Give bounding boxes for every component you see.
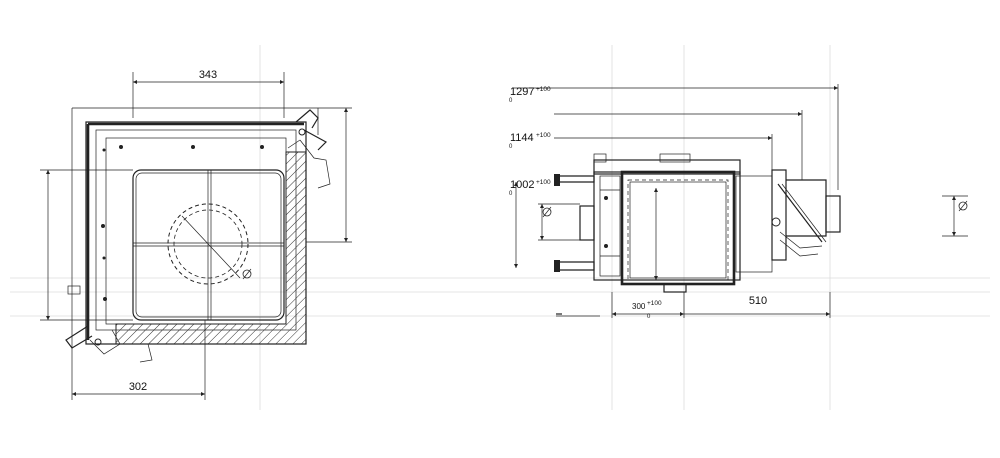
- hinge-bottom-left: [65, 325, 153, 363]
- dim-300-tol-lower: 0: [647, 314, 651, 320]
- side-view: 1297 +100 0 1144 +100 0 1002 +100 0: [509, 84, 968, 320]
- dim-1144-value: 1144: [510, 132, 534, 144]
- plan-chamber: [132, 169, 285, 321]
- plan-view: 343: [40, 69, 352, 400]
- dim-1144-tol-upper: +100: [536, 132, 551, 139]
- side-right-mechanism: [771, 169, 841, 261]
- dimension-302: 302: [71, 290, 206, 400]
- dimension-vertical-left: [40, 169, 133, 321]
- dim-1297-tol-upper: +100: [536, 86, 551, 93]
- dimension-510: 510: [684, 292, 831, 318]
- dimension-1144: 1144 +100 0: [509, 110, 803, 180]
- plan-body-outer: [85, 121, 307, 345]
- dim-343-label: 343: [199, 69, 217, 81]
- dimension-343: 343: [132, 69, 285, 118]
- side-chamber: [620, 170, 736, 286]
- dim-1144-tol-lower: 0: [509, 144, 513, 150]
- construction-lines: [10, 45, 990, 410]
- side-left-fittings: ∅: [538, 174, 595, 272]
- hinge-top-right: [287, 109, 331, 189]
- dim-1297-value: 1297: [510, 86, 534, 98]
- dimension-1002: 1002 +100 0: [509, 179, 551, 268]
- phi-marker-plan: [242, 268, 252, 280]
- dim-1002-tol-upper: +100: [536, 179, 551, 186]
- dim-1297-tol-lower: 0: [509, 98, 513, 104]
- dim-510-label: 510: [749, 295, 767, 307]
- dimension-vertical-right: [306, 107, 352, 243]
- dim-300-tol-upper: +100: [647, 300, 662, 307]
- dim-1002-tol-lower: 0: [509, 191, 513, 197]
- dim-300-value: 300: [632, 302, 646, 311]
- dim-1002-value: 1002: [510, 179, 534, 191]
- side-housing: [593, 171, 741, 281]
- dashed-circle: [167, 203, 249, 285]
- dimension-1297: 1297 +100 0: [509, 84, 839, 190]
- dim-302-label: 302: [129, 381, 147, 393]
- phi-callout-right: ∅: [942, 195, 968, 237]
